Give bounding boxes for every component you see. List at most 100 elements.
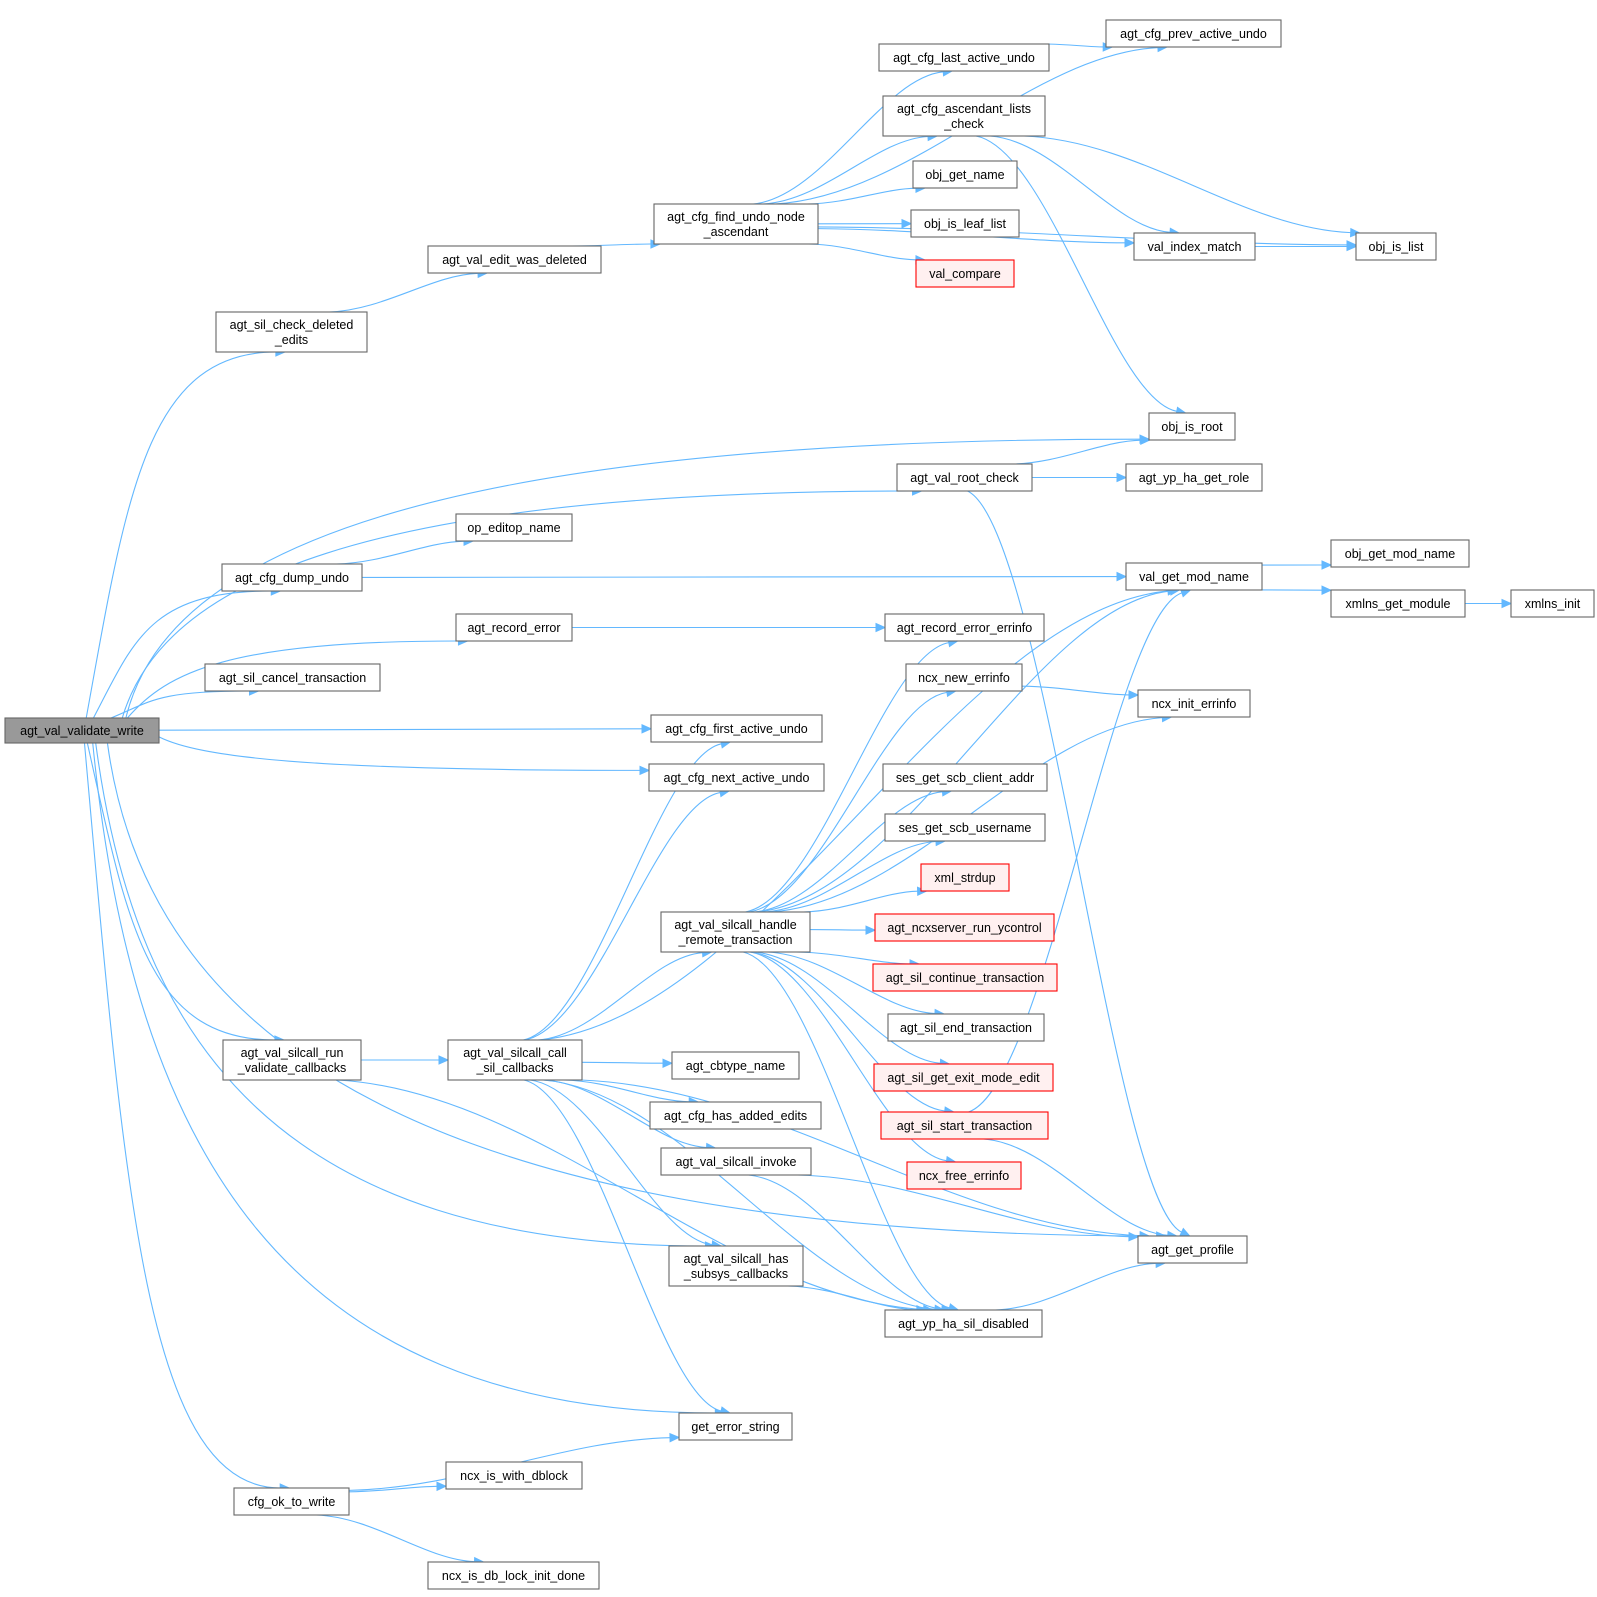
edge-line bbox=[763, 135, 929, 205]
node-label: agt_sil_check_deleted bbox=[230, 318, 354, 332]
node-box bbox=[668, 1245, 804, 1287]
node-last_active[interactable]: agt_cfg_last_active_undo bbox=[878, 43, 1050, 72]
node-val_get_mod[interactable]: val_get_mod_name bbox=[1125, 562, 1263, 591]
arrowhead bbox=[901, 218, 913, 229]
node-obj_get_mod[interactable]: obj_get_mod_name bbox=[1330, 539, 1470, 568]
arrowhead bbox=[875, 622, 887, 633]
node-label: agt_sil_cancel_transaction bbox=[219, 671, 366, 685]
node-root[interactable]: agt_val_validate_write bbox=[4, 717, 160, 744]
node-obj_get_name[interactable]: obj_get_name bbox=[912, 160, 1018, 189]
node-continue_tx[interactable]: agt_sil_continue_transaction bbox=[872, 963, 1058, 992]
node-obj_is_root[interactable]: obj_is_root bbox=[1148, 412, 1236, 441]
node-label: agt_yp_ha_sil_disabled bbox=[898, 1317, 1029, 1331]
node-layer: agt_val_validate_write agt_sil_check_dele… bbox=[4, 19, 1595, 1590]
edge-line bbox=[580, 1079, 1141, 1237]
node-has_subsys[interactable]: agt_val_silcall_has_subsys_callbacks bbox=[668, 1245, 804, 1287]
node-label: val_compare bbox=[929, 267, 1001, 281]
node-box bbox=[1330, 589, 1466, 618]
node-xmlns_get_mod[interactable]: xmlns_get_module bbox=[1330, 589, 1466, 618]
node-box bbox=[887, 1013, 1045, 1042]
node-new_errinfo[interactable]: ncx_new_errinfo bbox=[905, 663, 1023, 692]
edge-ok_to_write-to-dblock bbox=[348, 1481, 448, 1493]
node-obj_is_list[interactable]: obj_is_list bbox=[1355, 232, 1437, 261]
node-val_compare[interactable]: val_compare bbox=[915, 259, 1015, 288]
edge-root_check-to-ha_get_role bbox=[1032, 472, 1128, 483]
node-label: xmlns_get_module bbox=[1346, 597, 1451, 611]
node-run_validate[interactable]: agt_val_silcall_run_validate_callbacks bbox=[222, 1039, 362, 1081]
node-label: agt_cfg_has_added_edits bbox=[664, 1109, 807, 1123]
node-first_active[interactable]: agt_cfg_first_active_undo bbox=[650, 714, 823, 743]
node-label: agt_sil_get_exit_mode_edit bbox=[887, 1071, 1040, 1085]
node-box bbox=[905, 663, 1023, 692]
node-ycontrol[interactable]: agt_ncxserver_run_ycontrol bbox=[874, 913, 1055, 942]
node-edit_was_del[interactable]: agt_val_edit_was_deleted bbox=[427, 245, 602, 274]
node-label: obj_is_leaf_list bbox=[924, 217, 1007, 231]
node-sil_check_del[interactable]: agt_sil_check_deleted_edits bbox=[215, 311, 368, 353]
node-record_error[interactable]: agt_record_error bbox=[455, 613, 573, 642]
node-username[interactable]: ses_get_scb_username bbox=[884, 813, 1046, 842]
node-box bbox=[884, 813, 1046, 842]
arrowhead bbox=[865, 925, 877, 935]
node-label: val_get_mod_name bbox=[1139, 570, 1249, 584]
edge-line bbox=[754, 791, 943, 913]
node-val_index_match[interactable]: val_index_match bbox=[1133, 232, 1256, 261]
node-find_undo[interactable]: agt_cfg_find_undo_node_ascendant bbox=[653, 203, 819, 245]
node-asc_lists[interactable]: agt_cfg_ascendant_lists_check bbox=[882, 95, 1046, 137]
node-ok_to_write[interactable]: cfg_ok_to_write bbox=[233, 1487, 350, 1516]
node-start_tx[interactable]: agt_sil_start_transaction bbox=[880, 1111, 1049, 1140]
node-prev_active[interactable]: agt_cfg_prev_active_undo bbox=[1105, 19, 1282, 48]
edge-new_errinfo-to-init_errinfo bbox=[1021, 685, 1140, 700]
node-free_errinfo[interactable]: ncx_free_errinfo bbox=[906, 1161, 1022, 1190]
node-label: _subsys_callbacks bbox=[683, 1267, 788, 1281]
node-label: agt_val_silcall_call bbox=[463, 1046, 567, 1060]
node-dump_undo[interactable]: agt_cfg_dump_undo bbox=[221, 563, 363, 592]
node-cbtype_name[interactable]: agt_cbtype_name bbox=[671, 1051, 800, 1080]
node-lock_init[interactable]: ncx_is_db_lock_init_done bbox=[427, 1561, 600, 1590]
node-dblock[interactable]: ncx_is_with_dblock bbox=[445, 1461, 583, 1490]
node-exit_mode[interactable]: agt_sil_get_exit_mode_edit bbox=[873, 1063, 1054, 1092]
node-get_error_string[interactable]: get_error_string bbox=[678, 1412, 793, 1441]
node-box bbox=[215, 311, 368, 353]
node-end_tx[interactable]: agt_sil_end_transaction bbox=[887, 1013, 1045, 1042]
node-label: val_index_match bbox=[1148, 240, 1242, 254]
node-box bbox=[648, 763, 825, 792]
node-box bbox=[1137, 1235, 1248, 1264]
edge-line bbox=[581, 1061, 664, 1064]
edge-root-to-next_active bbox=[158, 736, 651, 776]
node-label: agt_val_validate_write bbox=[20, 724, 144, 738]
node-label: xml_strdup bbox=[934, 871, 995, 885]
node-box bbox=[896, 463, 1033, 492]
node-label: _validate_callbacks bbox=[237, 1061, 346, 1075]
node-cancel_tx[interactable]: agt_sil_cancel_transaction bbox=[204, 663, 381, 692]
node-box bbox=[427, 1561, 600, 1590]
node-xmlns_init[interactable]: xmlns_init bbox=[1510, 589, 1595, 618]
node-box bbox=[1355, 232, 1437, 261]
edge-line bbox=[767, 951, 935, 1015]
edge-sil_check_del-to-edit_was_del bbox=[329, 268, 489, 313]
node-call_sil[interactable]: agt_val_silcall_call_sil_callbacks bbox=[447, 1039, 583, 1081]
node-xml_strdup[interactable]: xml_strdup bbox=[920, 863, 1010, 892]
node-client_addr[interactable]: ses_get_scb_client_addr bbox=[882, 763, 1048, 792]
node-box bbox=[920, 863, 1010, 892]
node-next_active[interactable]: agt_cfg_next_active_undo bbox=[648, 763, 825, 792]
node-record_errinfo[interactable]: agt_record_error_errinfo bbox=[884, 613, 1045, 642]
node-box bbox=[1125, 463, 1263, 492]
edge-call_sil-to-handle_remote bbox=[537, 947, 713, 1041]
edge-line bbox=[106, 742, 1157, 1237]
node-obj_is_leaf_list[interactable]: obj_is_leaf_list bbox=[910, 209, 1020, 238]
node-op_editop[interactable]: op_editop_name bbox=[455, 513, 573, 542]
node-sil_disabled[interactable]: agt_yp_ha_sil_disabled bbox=[884, 1309, 1043, 1338]
node-get_profile[interactable]: agt_get_profile bbox=[1137, 1235, 1248, 1264]
edge-root-to-first_active bbox=[158, 724, 653, 734]
edge-line bbox=[1043, 43, 1104, 48]
node-init_errinfo[interactable]: ncx_init_errinfo bbox=[1137, 689, 1251, 718]
node-label: ncx_init_errinfo bbox=[1152, 697, 1237, 711]
edge-line bbox=[348, 1485, 438, 1493]
node-ha_get_role[interactable]: agt_yp_ha_get_role bbox=[1125, 463, 1263, 492]
node-handle_remote[interactable]: agt_val_silcall_handle_remote_transactio… bbox=[660, 911, 811, 953]
node-has_added[interactable]: agt_cfg_has_added_edits bbox=[649, 1101, 822, 1130]
node-root_check[interactable]: agt_val_root_check bbox=[896, 463, 1033, 492]
edge-line bbox=[563, 1079, 690, 1103]
node-invoke[interactable]: agt_val_silcall_invoke bbox=[660, 1147, 812, 1176]
edge-line bbox=[158, 736, 641, 771]
